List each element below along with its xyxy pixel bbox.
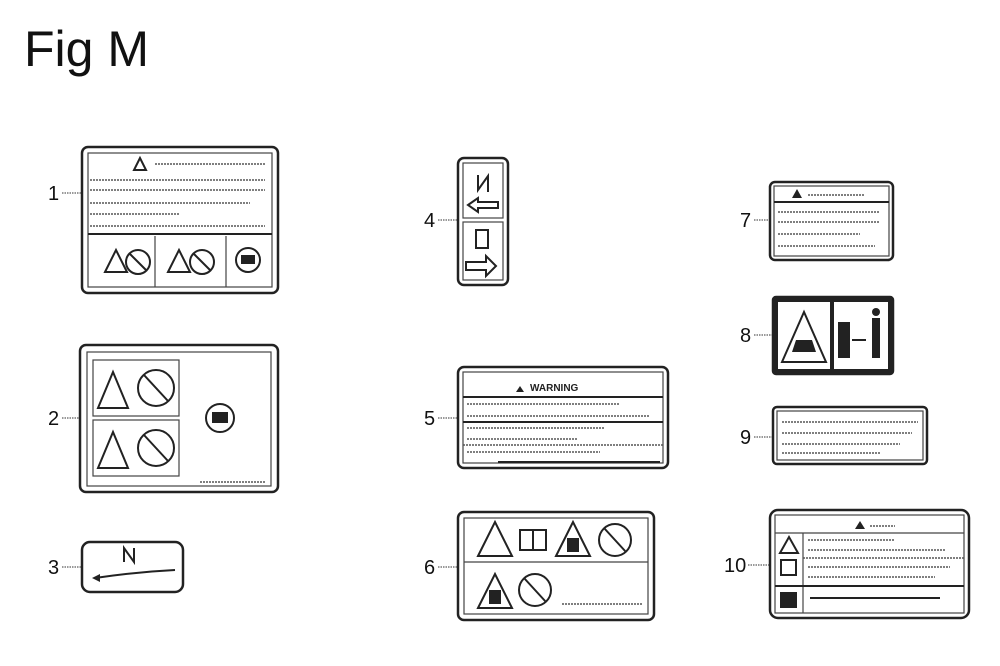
callout-number: 9 — [740, 427, 751, 449]
decal-6 — [456, 510, 656, 622]
arrow-right-icon — [465, 253, 498, 279]
person-icon — [872, 308, 880, 316]
warning-heading: WARNING — [530, 383, 579, 394]
prohibition-icon — [137, 369, 175, 407]
warning-triangle-icon — [554, 519, 592, 557]
callout-7: 7 — [740, 210, 770, 232]
manual-icon — [780, 592, 797, 608]
machine-icon — [838, 322, 850, 358]
choke-icon — [477, 172, 489, 194]
prohibition-icon — [598, 523, 632, 557]
decal-10 — [768, 508, 971, 620]
warning-triangle-icon — [516, 386, 524, 392]
warning-triangle-icon — [855, 521, 865, 529]
callout-number: 8 — [740, 325, 751, 347]
callout-number: 10 — [724, 555, 746, 577]
warning-triangle-icon — [166, 247, 192, 273]
arrow-left-icon — [466, 196, 499, 214]
manual-icon — [235, 247, 261, 273]
callout-number: 7 — [740, 210, 751, 232]
decal-7 — [768, 180, 895, 262]
warning-triangle-icon — [96, 369, 130, 409]
decal-2 — [78, 343, 280, 494]
callout-8: 8 — [740, 325, 773, 347]
callout-1: 1 — [48, 183, 82, 205]
hazard-icon — [780, 559, 797, 576]
warning-triangle-icon — [792, 189, 802, 198]
prohibition-icon — [518, 573, 552, 607]
warning-triangle-icon — [132, 155, 148, 171]
callout-number: 6 — [424, 557, 435, 579]
decal-9 — [771, 405, 929, 466]
callout-10: 10 — [724, 555, 770, 577]
warning-triangle-icon — [103, 247, 129, 273]
decal-3 — [80, 540, 185, 594]
warning-triangle-icon — [778, 534, 800, 554]
callout-9: 9 — [740, 427, 773, 449]
callout-number: 4 — [424, 210, 435, 232]
manual-icon — [205, 403, 235, 433]
callout-3: 3 — [48, 557, 82, 579]
callout-number: 3 — [48, 557, 59, 579]
callout-4: 4 — [424, 210, 458, 232]
throttle-symbol-icon — [123, 544, 135, 566]
callout-6: 6 — [424, 557, 458, 579]
warning-triangle-icon — [780, 309, 828, 363]
figure-title: Fig M — [24, 21, 149, 77]
prohibition-icon — [137, 429, 175, 467]
callout-number: 1 — [48, 183, 59, 205]
callout-number: 2 — [48, 408, 59, 430]
decal-1 — [80, 145, 280, 295]
warning-triangle-icon — [476, 519, 514, 557]
callout-number: 5 — [424, 408, 435, 430]
fuel-pump-icon — [475, 229, 489, 249]
prohibition-icon — [125, 249, 151, 275]
callout-2: 2 — [48, 408, 80, 430]
warning-triangle-icon — [476, 571, 514, 609]
decal-4 — [456, 156, 510, 287]
decal-8 — [771, 295, 895, 376]
warning-triangle-icon — [96, 429, 130, 469]
callout-5: 5 — [424, 408, 458, 430]
decal-5: WARNING — [456, 365, 670, 470]
prohibition-icon — [189, 249, 215, 275]
